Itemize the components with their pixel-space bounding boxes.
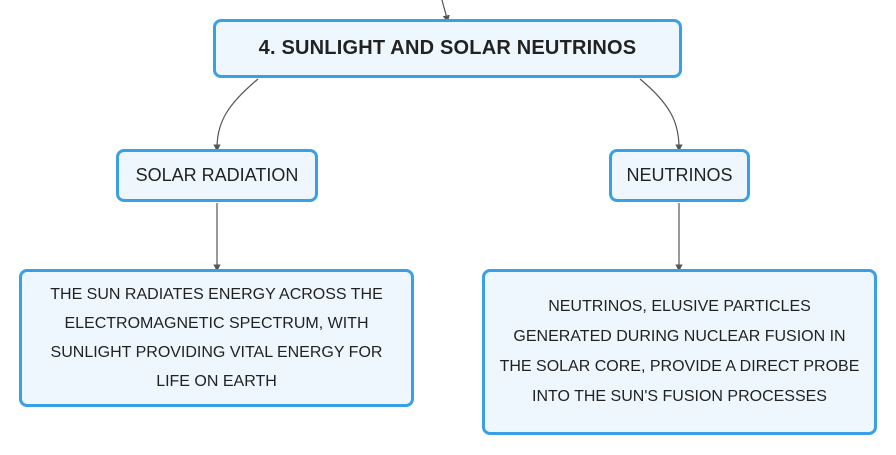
detail-node-solar-radiation[interactable]: THE SUN RADIATES ENERGY ACROSS THE ELECT…: [19, 269, 414, 407]
topic-label-neutrinos: NEUTRINOS: [626, 165, 733, 185]
root-topic-title: 4. SUNLIGHT AND SOLAR NEUTRINOS: [258, 37, 637, 59]
detail-text-neutrinos: NEUTRINOS, ELUSIVE PARTICLES GENERATED D…: [499, 298, 860, 405]
topic-node-neutrinos[interactable]: NEUTRINOS: [609, 149, 750, 202]
topic-label-solar-radiation: SOLAR RADIATION: [135, 165, 299, 185]
root-topic-node[interactable]: 4. SUNLIGHT AND SOLAR NEUTRINOS: [213, 19, 682, 78]
connector-root-to-neutrinos: [639, 78, 683, 152]
connector-parent-to-root: [441, 0, 450, 23]
detail-text-solar-radiation: THE SUN RADIATES ENERGY ACROSS THE ELECT…: [50, 286, 383, 390]
detail-node-neutrinos[interactable]: NEUTRINOS, ELUSIVE PARTICLES GENERATED D…: [482, 269, 877, 435]
connector-root-to-solar-radiation: [213, 78, 259, 152]
topic-node-solar-radiation[interactable]: SOLAR RADIATION: [116, 149, 318, 202]
